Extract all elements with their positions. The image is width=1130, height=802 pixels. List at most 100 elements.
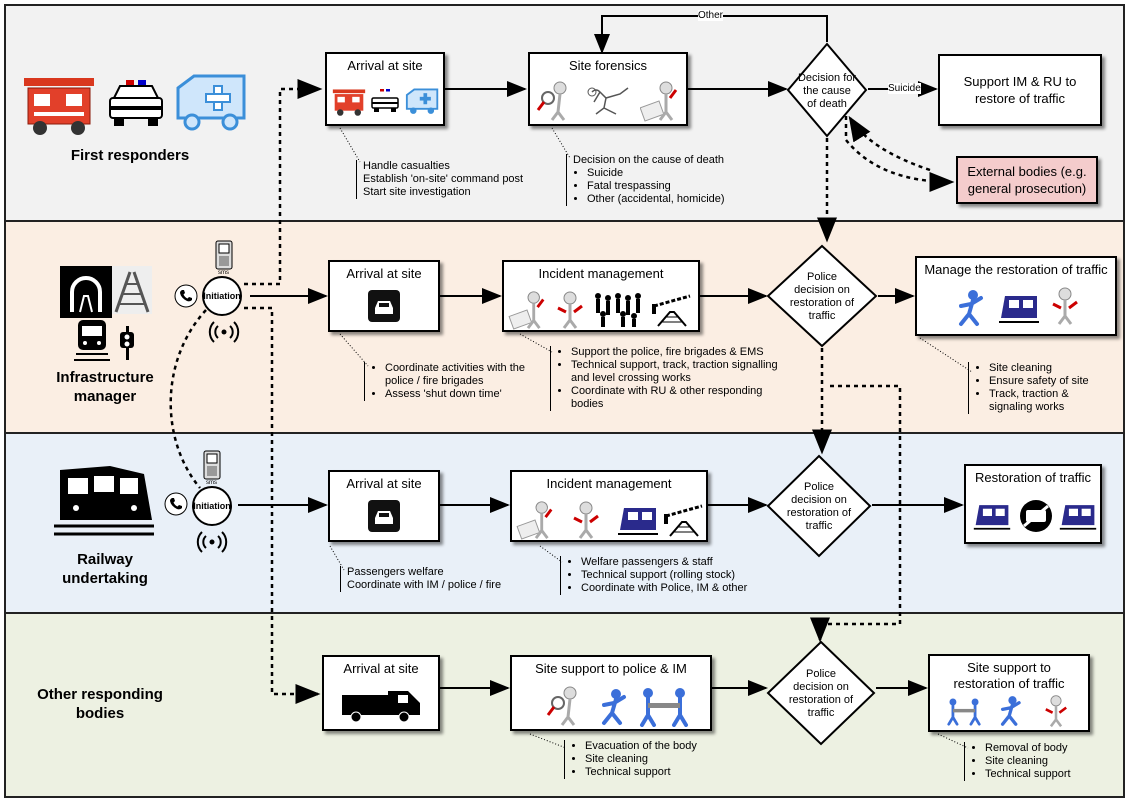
police-car-icon	[109, 80, 163, 126]
im-restoration-title: Manage the restoration of traffic	[924, 262, 1108, 277]
car-icon	[368, 500, 400, 532]
ru-decision-line-1: Police	[804, 481, 834, 493]
note-item: Welfare passengers & staff	[581, 556, 777, 569]
im-incident-title: Incident management	[538, 266, 664, 281]
note-item: Technical support	[585, 766, 751, 779]
im-initiation-node: Initiation	[202, 276, 242, 316]
ru-incident-title: Incident management	[546, 476, 672, 491]
mobile-phone-icon	[215, 240, 233, 270]
fr-external-box: External bodies (e.g. general prosecutio…	[956, 156, 1098, 204]
note-item: Track, traction & signaling works	[989, 388, 1115, 414]
orb-restoration-title: Site support to restoration of traffic	[953, 660, 1065, 691]
people-icon	[595, 293, 641, 327]
label-suicide: Suicide	[888, 83, 921, 94]
ru-restoration-box: Restoration of traffic	[964, 464, 1102, 544]
wrench-figure-icon	[573, 501, 599, 539]
ru-decision-line-2: decision on	[791, 494, 847, 506]
im-decision-line-2: decision on	[794, 284, 850, 296]
train-front-icon	[74, 320, 110, 361]
fr-forensics-title: Site forensics	[568, 58, 648, 73]
wrench-figure-icon	[640, 81, 678, 122]
fr-arrival-box: Arrival at site	[325, 52, 445, 126]
antenna-icon	[208, 321, 240, 343]
note-item: Coordinate with Police, IM & other	[581, 582, 777, 595]
note-line: Handle casualties	[363, 160, 450, 172]
police-car-icon	[371, 89, 399, 112]
ambulance-icon	[176, 74, 246, 131]
ru-initiation-node: Initiation	[192, 486, 232, 526]
magnifier-figure-icon	[546, 686, 577, 726]
ambulance-icon	[405, 88, 439, 114]
van-icon	[342, 691, 420, 723]
note-item: Support the police, fire brigades & EMS	[571, 346, 787, 359]
wrench-figure-icon	[516, 501, 553, 540]
note-item: Coordinate activities with the police / …	[385, 362, 531, 388]
track-icon	[112, 266, 152, 314]
train-front-icon	[1059, 505, 1097, 530]
im-arrival-box: Arrival at site	[328, 260, 440, 332]
note-line: Establish 'on-site' command post	[363, 173, 524, 185]
note-item: Suicide	[587, 167, 763, 180]
orb-support-note: Evacuation of the body Site cleaning Tec…	[564, 740, 751, 779]
note-item: Other (accidental, homicide)	[587, 193, 763, 206]
fr-decision-line-2: the cause	[803, 85, 851, 97]
fire-truck-icon	[24, 78, 94, 135]
tunnel-icon	[60, 266, 112, 318]
fr-decision-line-3: of death	[807, 98, 847, 110]
note-item: Technical support	[985, 768, 1111, 781]
fire-truck-icon	[332, 89, 366, 116]
wrench-figure-icon	[1052, 287, 1078, 325]
ru-arrival-title: Arrival at site	[346, 476, 422, 491]
ru-incident-box: Incident management	[510, 470, 708, 542]
note-item: Assess 'shut down time'	[385, 388, 531, 401]
orb-restoration-box: Site support to restoration of traffic	[928, 654, 1090, 732]
im-restoration-note: Site cleaning Ensure safety of site Trac…	[968, 362, 1115, 414]
note-line: Passengers welfare	[347, 566, 444, 578]
ru-decision-line-4: traffic	[805, 520, 833, 532]
label-other: Other	[698, 10, 724, 21]
note-item: Technical support (rolling stock)	[581, 569, 777, 582]
note-item: Site cleaning	[989, 362, 1115, 375]
orb-arrival-title: Arrival at site	[343, 661, 419, 676]
im-decision-line-4: traffic	[808, 310, 836, 322]
ru-incident-note: Welfare passengers & staff Technical sup…	[560, 556, 777, 595]
phone-icon	[174, 284, 198, 308]
ru-decision-line-3: restoration of	[786, 507, 852, 519]
car-icon	[368, 290, 400, 322]
fr-support-box: Support IM & RU to restore of traffic	[938, 54, 1102, 126]
mobile-phone-icon	[203, 450, 221, 480]
im-arrival-title: Arrival at site	[346, 266, 422, 281]
note-item: Removal of body	[985, 742, 1111, 755]
magnifier-figure-icon	[536, 81, 567, 121]
orb-arrival-box: Arrival at site	[322, 655, 440, 731]
wrench-figure-icon	[508, 291, 545, 330]
signal-icon	[120, 326, 134, 360]
no-train-icon	[1020, 500, 1052, 532]
antenna-icon	[196, 531, 228, 553]
fr-forensics-note: Decision on the cause of death Suicide F…	[566, 154, 763, 206]
phone-icon	[164, 492, 188, 516]
im-incident-box: Incident management	[502, 260, 700, 332]
orb-decision-line-3: restoration of	[788, 694, 854, 706]
orb-decision-line-4: traffic	[807, 707, 835, 719]
note-title: Decision on the cause of death	[573, 154, 725, 166]
stretcher-icon	[640, 688, 688, 727]
ru-arrival-note: Passengers welfare Coordinate with IM / …	[340, 566, 527, 592]
lane-label-first-responders: First responders	[70, 147, 190, 164]
note-item: Site cleaning	[585, 753, 751, 766]
fr-decision-line-1: Decision for	[797, 72, 857, 84]
train-front-icon	[54, 466, 154, 536]
orb-restoration-note: Removal of body Site cleaning Technical …	[964, 742, 1111, 781]
im-arrival-note: Coordinate activities with the police / …	[364, 362, 531, 401]
level-crossing-icon	[652, 294, 691, 327]
wrench-figure-icon	[1045, 695, 1067, 728]
note-line: Start site investigation	[363, 186, 471, 198]
im-restoration-box: Manage the restoration of traffic	[915, 256, 1117, 336]
ru-restoration-title: Restoration of traffic	[974, 470, 1092, 485]
orb-support-title: Site support to police & IM	[535, 661, 687, 676]
